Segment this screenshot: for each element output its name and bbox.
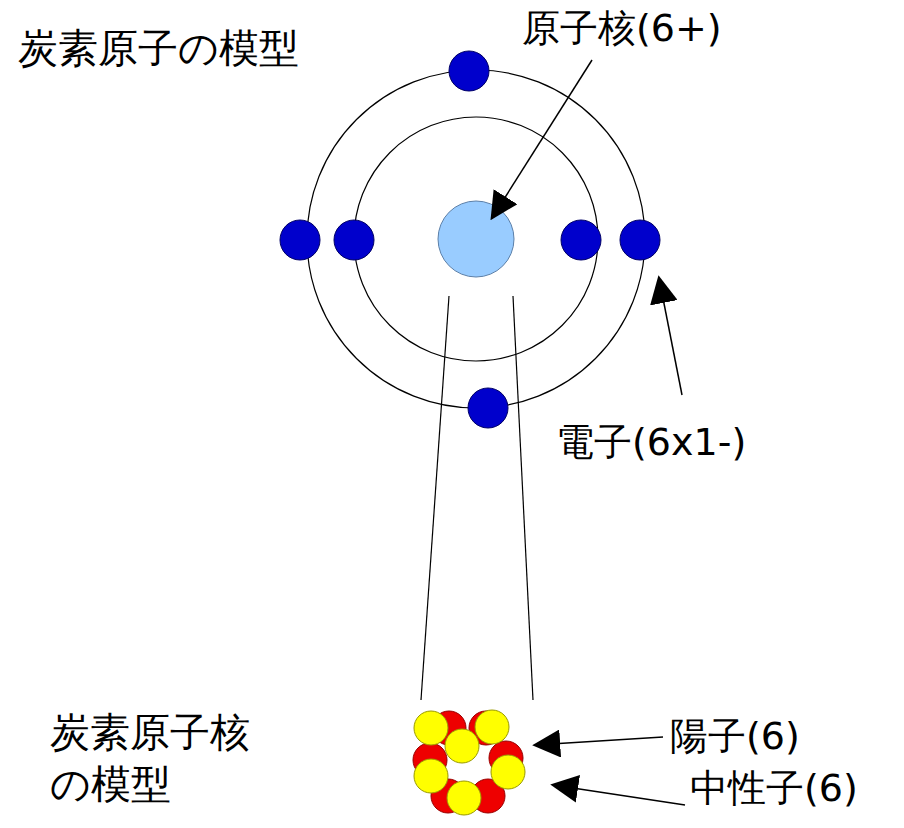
nucleus-circle: [438, 201, 514, 277]
diagram-heading: 炭素原子核 の模型: [50, 706, 300, 810]
electron-orbits: [307, 70, 645, 408]
electron-dots: [280, 51, 660, 428]
part-label: 電子(6x1-): [556, 418, 746, 467]
part-label: 原子核(6+): [522, 4, 722, 53]
part-label: 中性子(6): [690, 764, 858, 813]
nucleus-cluster: [413, 710, 525, 815]
part-label: 陽子(6): [670, 712, 800, 761]
zoom-lines: [421, 296, 533, 700]
diagram-heading: 炭素原子の模型: [18, 22, 299, 74]
